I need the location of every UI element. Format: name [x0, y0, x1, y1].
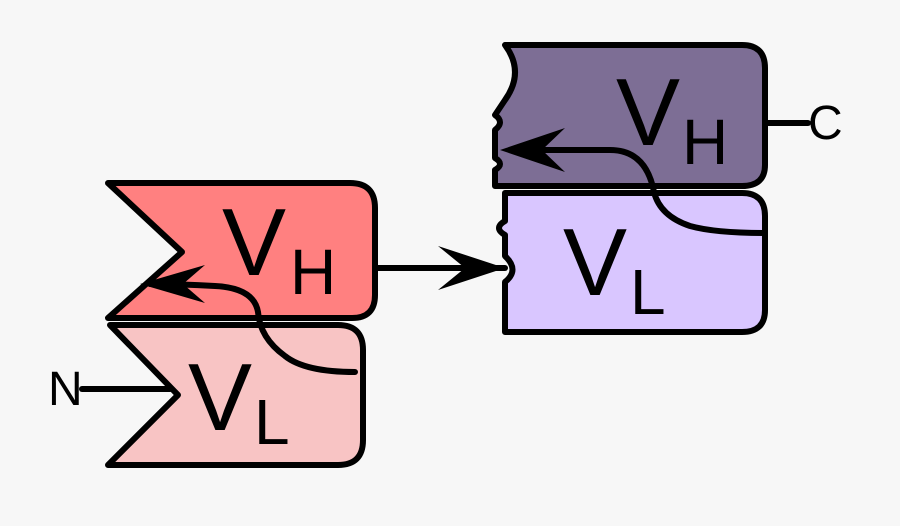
vl-domain-left: V L: [105, 322, 366, 468]
left-linker-arrow-icon: [140, 265, 205, 303]
vh-left-label-main: V: [222, 189, 286, 296]
vh-right-label-sub: H: [682, 106, 728, 178]
vh-right-label-main: V: [616, 59, 680, 166]
vl-right-label-sub: L: [630, 256, 666, 328]
right-pair-linker: [507, 146, 768, 236]
vl-domain-right: V L: [496, 190, 768, 335]
arrow-right-icon: [438, 246, 505, 290]
vh-left-label-sub: H: [290, 236, 336, 308]
left-pair-linker: [147, 281, 358, 375]
vh-domain-left: V H: [105, 180, 378, 321]
n-terminus-label: N: [48, 363, 83, 416]
vl-left-label-sub: L: [254, 386, 290, 458]
right-linker-arrow-icon: [500, 128, 565, 172]
vl-left-label-main: V: [188, 344, 252, 451]
c-terminus-label: C: [808, 97, 843, 150]
vl-right-label-main: V: [563, 209, 627, 316]
vl-domain-left-shape: [105, 322, 366, 468]
vh-domain-right: V H: [492, 42, 768, 189]
